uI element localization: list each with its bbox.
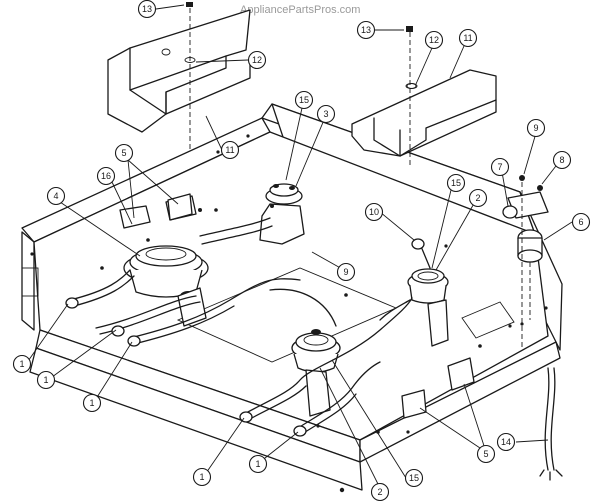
svg-text:5: 5 — [121, 148, 126, 158]
callout-2-front: 2 — [370, 482, 390, 502]
callout-5-left: 5 — [114, 143, 134, 163]
screw-13-left — [186, 2, 193, 150]
callout-1-b: 1 — [36, 370, 56, 390]
callout-8: 8 — [552, 150, 572, 170]
callout-12-right: 12 — [424, 30, 444, 50]
svg-text:16: 16 — [101, 171, 111, 181]
callout-14: 14 — [496, 432, 516, 452]
callout-15-right: 15 — [446, 173, 466, 193]
callout-10: 10 — [364, 202, 384, 222]
svg-text:4: 4 — [53, 191, 58, 201]
switch-front-group — [401, 357, 475, 419]
svg-text:8: 8 — [559, 155, 564, 165]
svg-text:13: 13 — [142, 4, 152, 14]
callout-1-e: 1 — [248, 454, 268, 474]
svg-text:9: 9 — [343, 267, 348, 277]
callout-4: 4 — [46, 186, 66, 206]
top-bracket-left — [107, 9, 251, 133]
svg-text:1: 1 — [19, 359, 24, 369]
burner-box — [21, 103, 563, 493]
svg-text:1: 1 — [255, 459, 260, 469]
callout-15-back: 15 — [294, 90, 314, 110]
burner-back-middle — [259, 183, 305, 245]
svg-text:11: 11 — [225, 145, 234, 155]
top-bracket-right — [351, 69, 497, 157]
wire-harness — [539, 367, 563, 481]
svg-text:1: 1 — [89, 398, 94, 408]
callout-6: 6 — [571, 212, 591, 232]
callout-15-front: 15 — [404, 468, 424, 488]
washer-12-right — [405, 83, 417, 89]
svg-text:14: 14 — [501, 437, 511, 447]
burner-right — [407, 268, 449, 347]
callout-11-right: 11 — [458, 28, 478, 48]
callout-16: 16 — [96, 166, 116, 186]
callout-9-right: 9 — [526, 118, 546, 138]
svg-text:2: 2 — [475, 193, 480, 203]
watermark: AppliancePartsPros.com — [240, 4, 361, 16]
burner-front — [291, 329, 341, 417]
gas-tubing — [65, 217, 431, 437]
svg-text:12: 12 — [252, 55, 262, 65]
svg-text:12: 12 — [429, 35, 439, 45]
callout-7: 7 — [490, 157, 510, 177]
svg-text:2: 2 — [377, 487, 382, 497]
svg-text:15: 15 — [299, 95, 309, 105]
svg-text:7: 7 — [497, 162, 502, 172]
svg-text:1: 1 — [199, 472, 204, 482]
callout-13-left: 13 — [137, 0, 157, 19]
svg-text:15: 15 — [451, 178, 461, 188]
callout-12-left: 12 — [247, 50, 267, 70]
svg-text:15: 15 — [409, 473, 419, 483]
callout-9-center: 9 — [336, 262, 356, 282]
callout-3: 3 — [316, 104, 336, 124]
callout-13-right: 13 — [356, 20, 376, 40]
callout-1-c: 1 — [82, 393, 102, 413]
svg-text:6: 6 — [578, 217, 583, 227]
burner-assembly-left — [119, 195, 209, 327]
callout-1-a: 1 — [12, 354, 32, 374]
svg-text:13: 13 — [361, 25, 371, 35]
svg-text:3: 3 — [323, 109, 328, 119]
svg-text:10: 10 — [369, 207, 379, 217]
callout-11-left: 11 — [220, 140, 240, 160]
callout-1-d: 1 — [192, 467, 212, 487]
svg-text:5: 5 — [483, 449, 488, 459]
callout-2-right: 2 — [468, 188, 488, 208]
svg-text:11: 11 — [463, 33, 472, 43]
leader-lines — [25, 4, 573, 493]
valve-parts-right — [502, 175, 549, 350]
screw-13-right — [406, 26, 413, 166]
callout-5-front: 5 — [476, 444, 496, 464]
svg-text:1: 1 — [43, 375, 48, 385]
svg-text:9: 9 — [533, 123, 538, 133]
